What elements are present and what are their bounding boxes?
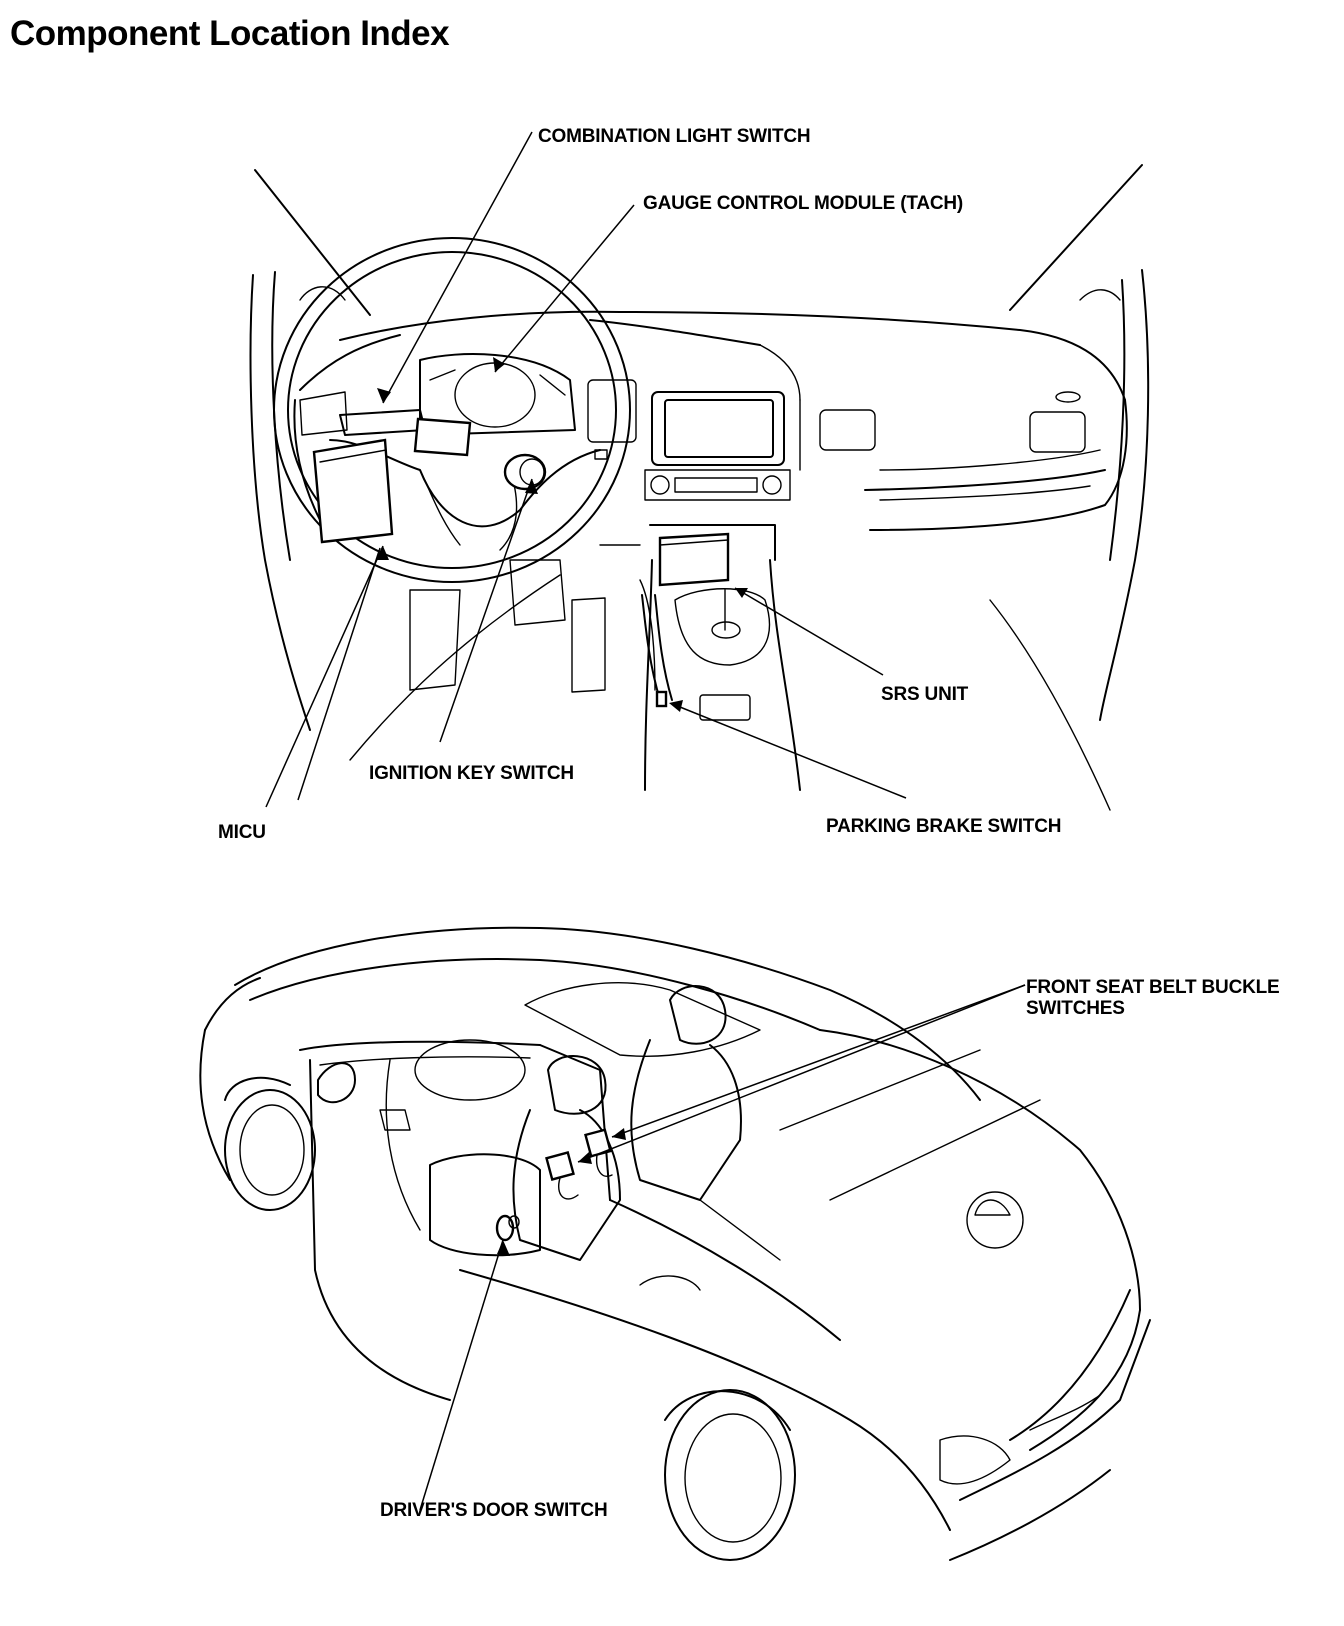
label-drivers-door-switch: DRIVER'S DOOR SWITCH <box>380 1500 608 1521</box>
label-srs-unit: SRS UNIT <box>881 684 969 705</box>
dashboard-diagram <box>249 131 1150 811</box>
label-gauge-control-module: GAUGE CONTROL MODULE (TACH) <box>643 193 964 214</box>
page-title: Component Location Index <box>10 14 450 53</box>
label-front-seat-belt-buckle-switches: FRONT SEAT BELT BUCKLE SWITCHES <box>1026 977 1280 1019</box>
label-micu: MICU <box>218 822 266 843</box>
label-combination-light-switch: COMBINATION LIGHT SWITCH <box>538 126 811 147</box>
label-ignition-key-switch: IGNITION KEY SWITCH <box>369 763 574 784</box>
label-parking-brake-switch: PARKING BRAKE SWITCH <box>826 816 1062 837</box>
